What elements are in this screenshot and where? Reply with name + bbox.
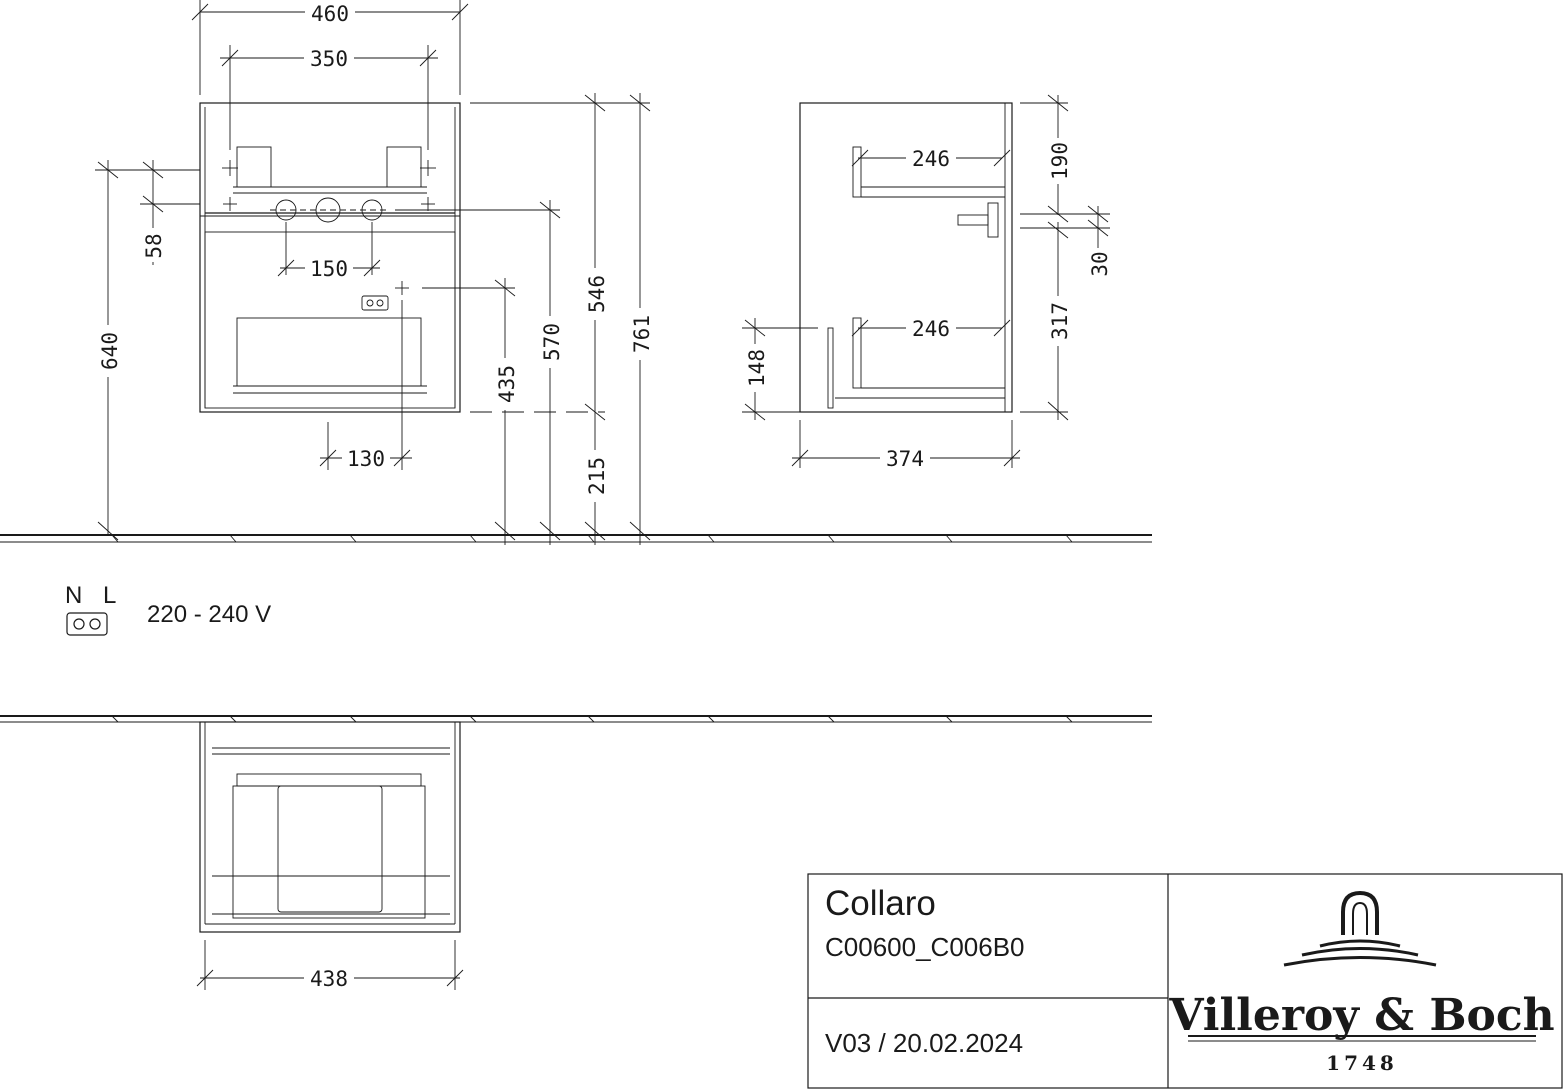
dim-460: 460 [311,2,349,26]
dim-246-upper: 246 [912,147,950,171]
front-view [199,102,461,413]
side-dimensions: 246 246 190 30 317 148 [742,94,1112,471]
top-dimensions: 438 [196,940,464,991]
product-name: Collaro [825,884,936,923]
double-socket-icon [66,612,108,636]
dim-374: 374 [886,447,924,471]
dim-546: 546 [585,275,609,313]
top-view [199,721,461,933]
revision-date: V03 / 20.02.2024 [825,1028,1023,1058]
dim-190: 190 [1048,142,1072,180]
brand-year: 1748 [1326,1051,1398,1075]
dim-215: 215 [585,457,609,495]
dim-350: 350 [310,47,348,71]
villeroy-boch-fountain-logo [1283,890,1437,967]
dim-130: 130 [347,447,385,471]
dim-317: 317 [1048,302,1072,340]
dim-148: 148 [745,349,769,387]
dim-58: 58 [142,233,166,258]
dim-761: 761 [630,315,654,353]
dim-570: 570 [540,323,564,361]
dim-246-lower: 246 [912,317,950,341]
dim-435: 435 [495,365,519,403]
neutral-label: N [65,582,82,609]
live-label: L [103,582,116,609]
dim-438: 438 [310,967,348,991]
product-code: C00600_C006B0 [825,932,1025,962]
voltage-label: 220 - 240 V [147,601,271,628]
dim-150: 150 [310,257,348,281]
dim-30: 30 [1088,251,1112,276]
socket-icon-front [361,295,389,311]
electrical-legend: N L 220 - 240 V [65,582,271,636]
dim-640: 640 [98,332,122,370]
front-dimensions: 460 350 150 130 640 [95,0,654,545]
brand-name: Villeroy & Boch [1168,990,1554,1041]
floor-line-upper [0,534,1152,543]
wall-line-lower [0,715,1152,723]
title-block: Collaro C00600_C006B0 V03 / 20.02.2024 V… [807,873,1563,1089]
